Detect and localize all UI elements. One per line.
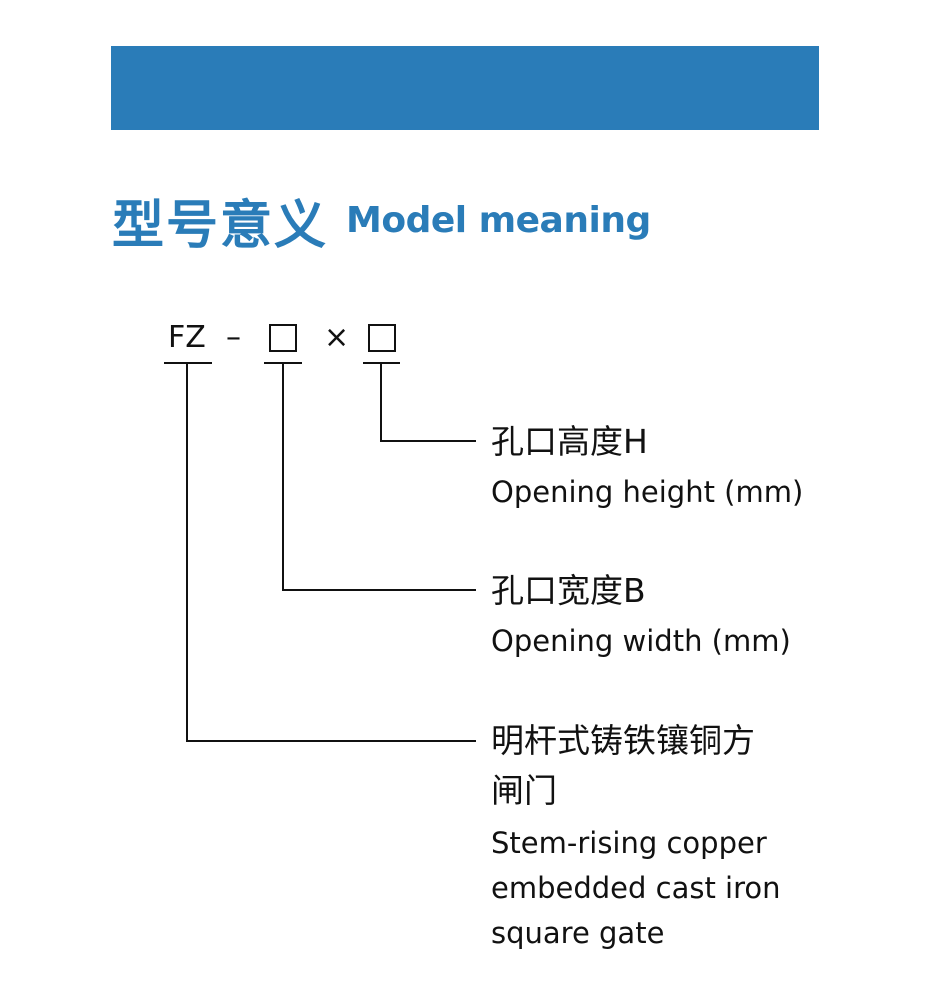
- header-banner: [111, 46, 819, 130]
- type-label-zh-line2: 闸门: [491, 771, 557, 810]
- type-label-zh-line1: 明杆式铸铁镶铜方: [491, 721, 755, 760]
- width-leader: [282, 363, 476, 591]
- model-dash: –: [226, 320, 241, 355]
- model-prefix: FZ: [168, 320, 206, 355]
- type-label-en-line3: square gate: [491, 916, 665, 950]
- type-label-en-line1: Stem-rising copper: [491, 826, 767, 860]
- type-leader: [186, 363, 476, 742]
- type-label-en-line2: embedded cast iron: [491, 871, 781, 905]
- height-leader: [380, 363, 476, 442]
- width-label-en: Opening width (mm): [491, 624, 791, 658]
- title-chinese: 型号意义: [112, 196, 329, 256]
- model-times: ×: [324, 320, 350, 355]
- height-label-zh: 孔口高度H: [491, 422, 648, 461]
- width-placeholder-box: [269, 324, 297, 352]
- height-placeholder-box: [368, 324, 396, 352]
- width-label-zh: 孔口宽度B: [491, 571, 646, 610]
- title-english: Model meaning: [346, 200, 651, 241]
- section-title: 型号意义 Model meaning: [112, 183, 651, 258]
- height-label-en: Opening height (mm): [491, 475, 804, 509]
